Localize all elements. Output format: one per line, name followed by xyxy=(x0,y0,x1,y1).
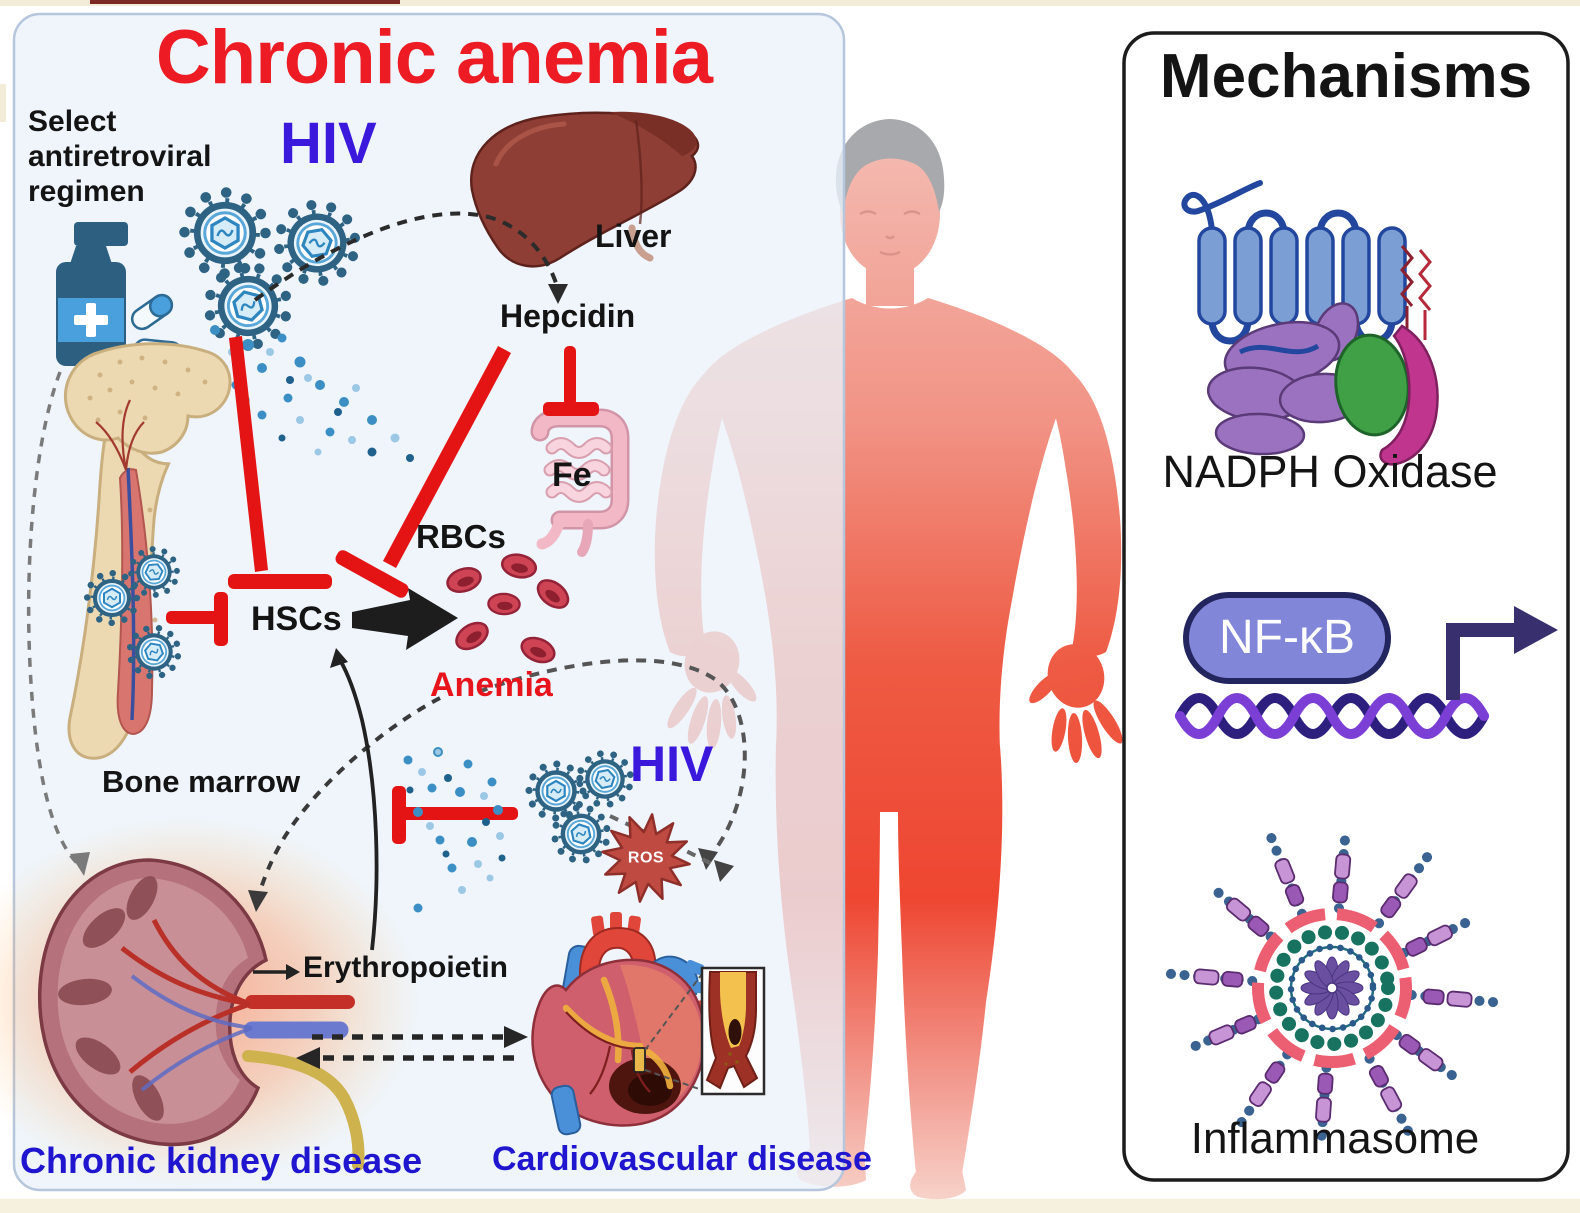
inflammasome-icon xyxy=(1161,825,1507,1151)
erythropoietin-label: Erythropoietin xyxy=(303,951,509,984)
iron-label: Fe xyxy=(552,456,592,494)
right-foot xyxy=(910,1170,966,1200)
nadph-label: NADPH Oxidase xyxy=(1162,446,1498,497)
nadph-oxidase-icon xyxy=(1181,180,1439,466)
face-features xyxy=(859,210,921,256)
kidney-disease-label: Chronic kidney disease xyxy=(20,1140,423,1181)
arrow-hiv-to-hepcidin xyxy=(253,211,559,302)
ros-label: ROS xyxy=(627,849,665,867)
transcription-arrow-icon xyxy=(1446,606,1558,700)
inflammasome-label: Inflammasome xyxy=(1190,1114,1480,1163)
inhibition-bar-hiv-to-hscs xyxy=(228,336,332,589)
nfkb-pill xyxy=(1183,592,1391,684)
right-hand xyxy=(1029,644,1123,763)
hsc-to-rbc-arrow xyxy=(352,588,458,650)
hscs-label: HSCs xyxy=(251,600,342,638)
inhibition-bar-hepcidin-to-rbcs xyxy=(335,346,511,598)
liver-icon xyxy=(469,111,700,268)
nfkb-label: NF-κB xyxy=(1219,611,1355,664)
left-panel-title: Chronic anemia xyxy=(155,15,713,100)
ros-star-icon xyxy=(601,813,691,903)
mechanisms-title: Mechanisms xyxy=(1159,42,1533,111)
cardio-disease-label: Cardiovascular disease xyxy=(492,1140,872,1178)
arrow-epo-to-hscs xyxy=(338,659,379,951)
virus-particle-dots-top xyxy=(210,325,414,462)
arrow-regimen-to-kidney xyxy=(26,371,80,866)
artery-inset-icon xyxy=(644,966,766,1096)
hiv-label-lower: HIV xyxy=(630,736,714,792)
intestine-icon xyxy=(530,408,630,557)
inhibition-bar-lower-hiv xyxy=(392,786,518,844)
right-arm xyxy=(1040,372,1122,657)
pill-bottle-icon xyxy=(56,222,128,366)
arrow-anemia-to-heart xyxy=(477,658,747,856)
anemia-label: Anemia xyxy=(430,666,553,704)
liver-label: Liver xyxy=(595,218,672,254)
connector-arrows xyxy=(26,211,747,1069)
virus-particle-dots-lower xyxy=(403,747,506,913)
nfkb-dna-icon xyxy=(1175,592,1558,739)
hiv-label-top: HIV xyxy=(280,111,377,176)
bone-marrow-label: Bone marrow xyxy=(102,764,301,799)
kidney-icon xyxy=(0,817,420,1187)
inhibition-bar-hepcidin-to-fe xyxy=(543,346,599,416)
bone-marrow-icon xyxy=(64,342,232,760)
hepcidin-label: Hepcidin xyxy=(500,298,636,334)
arrow-kidney-heart-bidirectional xyxy=(312,1034,514,1061)
rbcs-label: RBCs xyxy=(416,518,506,555)
inhibition-bar-virus-to-hscs xyxy=(166,592,228,646)
regimen-label: Select antiretroviral regimen xyxy=(28,105,212,209)
hair xyxy=(835,119,945,214)
inhibition-bars xyxy=(166,336,599,844)
